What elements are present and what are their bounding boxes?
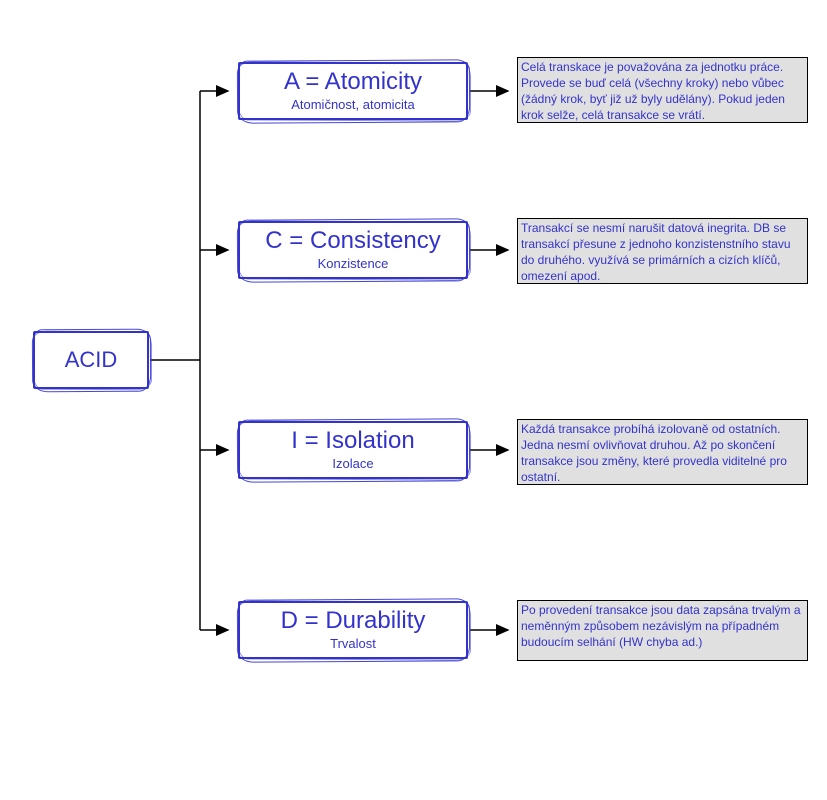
node-consistency-subtitle: Konzistence	[317, 256, 389, 272]
description-durability: Po provedení transakce jsou data zapsána…	[517, 600, 808, 661]
node-isolation: I = Isolation Izolace	[238, 421, 468, 479]
description-atomicity-text: Celá transkace je považována za jednotku…	[521, 60, 785, 122]
description-consistency: Transakcí se nesmí narušit datová inegri…	[517, 218, 808, 284]
description-isolation-text: Každá transakce probíhá izolovaně od ost…	[521, 422, 787, 484]
description-consistency-text: Transakcí se nesmí narušit datová inegri…	[521, 221, 791, 283]
node-durability-title: D = Durability	[280, 607, 426, 634]
root-node-acid: ACID	[33, 331, 149, 389]
root-node-label: ACID	[64, 347, 118, 372]
node-durability-subtitle: Trvalost	[330, 636, 376, 652]
node-atomicity: A = Atomicity Atomičnost, atomicita	[238, 62, 468, 120]
node-durability: D = Durability Trvalost	[238, 601, 468, 659]
description-durability-text: Po provedení transakce jsou data zapsána…	[521, 603, 801, 649]
node-consistency: C = Consistency Konzistence	[238, 221, 468, 279]
node-consistency-title: C = Consistency	[265, 227, 441, 254]
node-isolation-title: I = Isolation	[291, 427, 415, 454]
description-isolation: Každá transakce probíhá izolovaně od ost…	[517, 419, 808, 485]
node-atomicity-title: A = Atomicity	[283, 68, 423, 95]
description-atomicity: Celá transkace je považována za jednotku…	[517, 57, 808, 123]
node-isolation-subtitle: Izolace	[332, 456, 374, 472]
node-atomicity-subtitle: Atomičnost, atomicita	[291, 97, 415, 113]
